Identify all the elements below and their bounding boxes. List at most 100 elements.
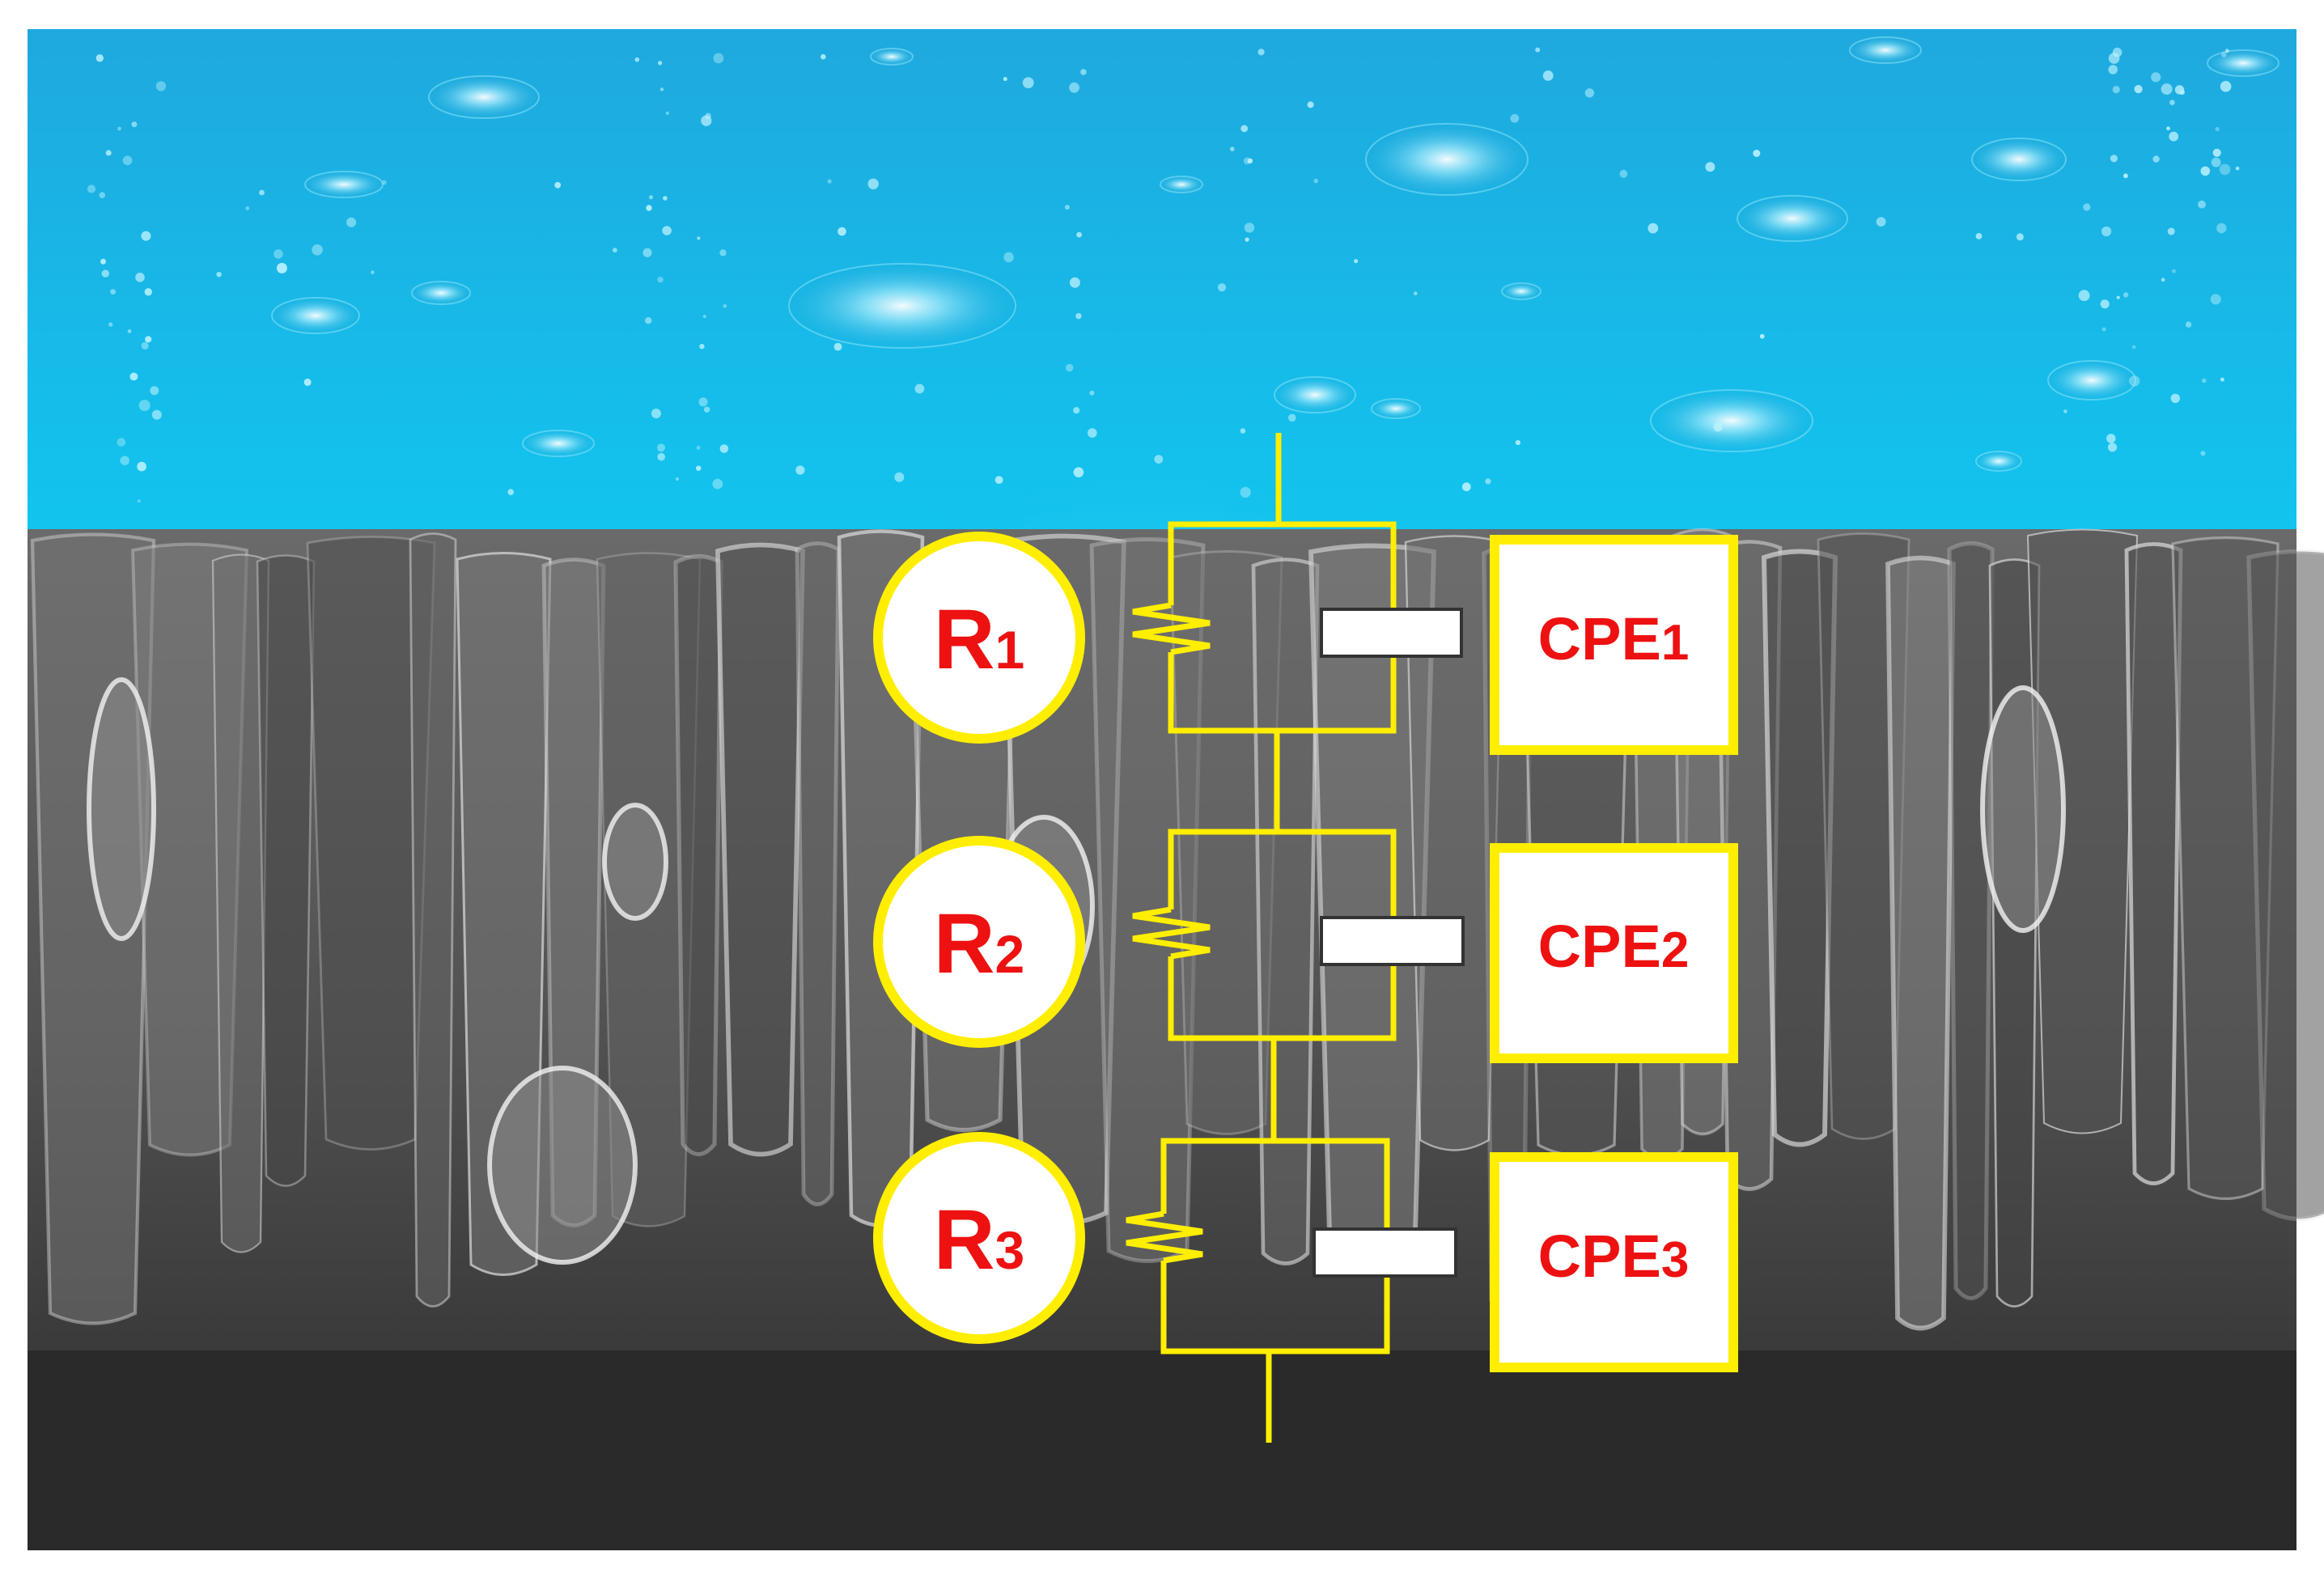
bubble bbox=[2101, 327, 2106, 332]
bubble bbox=[613, 248, 617, 253]
bubble bbox=[303, 378, 312, 386]
bubble bbox=[129, 372, 138, 381]
bubble bbox=[141, 231, 151, 241]
bubble bbox=[99, 192, 106, 198]
bubble bbox=[649, 195, 653, 200]
bubble bbox=[2108, 53, 2120, 64]
bubble bbox=[2198, 200, 2206, 209]
coating-grain bbox=[1947, 541, 1995, 1301]
bubble bbox=[2166, 126, 2170, 130]
bubble bbox=[1584, 88, 1595, 98]
bubble bbox=[645, 317, 652, 324]
bubble bbox=[662, 226, 672, 235]
bubble bbox=[1354, 259, 1359, 264]
stage-3-left-wire-lower bbox=[1160, 1261, 1269, 1354]
bubble bbox=[2215, 126, 2220, 132]
bubble bbox=[1971, 138, 2067, 181]
substrate-layer bbox=[28, 1350, 2296, 1550]
bubble bbox=[2221, 52, 2227, 57]
bubble bbox=[663, 196, 668, 201]
rc-stage-2: R2 CPE2 bbox=[873, 829, 1738, 1063]
bubble bbox=[1088, 428, 1097, 438]
bubble bbox=[274, 249, 283, 259]
bubble bbox=[2185, 321, 2192, 328]
bubble bbox=[145, 336, 152, 343]
bubble bbox=[827, 179, 832, 184]
bubble bbox=[1713, 422, 1723, 432]
bubble bbox=[2107, 443, 2118, 452]
bubble bbox=[108, 322, 113, 327]
bubble bbox=[1240, 486, 1251, 498]
cpe-1-symbol bbox=[1320, 608, 1463, 658]
coating-grain bbox=[256, 554, 316, 1187]
stage-1-left-wire-lower bbox=[1168, 652, 1277, 734]
coating-grain bbox=[715, 542, 805, 1157]
bubble bbox=[994, 476, 1003, 484]
bubble bbox=[634, 57, 640, 62]
cpe-2-badge bbox=[1490, 843, 1738, 1063]
bubble bbox=[2216, 223, 2227, 234]
bubble bbox=[1274, 376, 1356, 413]
bubble bbox=[2047, 360, 2136, 401]
bubble bbox=[95, 54, 104, 62]
bubble bbox=[642, 248, 652, 257]
coating-grain bbox=[2246, 549, 2324, 1222]
bubble bbox=[105, 150, 112, 156]
resistor-1-symbol bbox=[1132, 602, 1211, 655]
cpe-3-badge bbox=[1490, 1152, 1738, 1372]
bubble bbox=[1288, 413, 1296, 422]
bubble bbox=[110, 289, 117, 295]
bubble bbox=[1313, 178, 1318, 184]
bubble bbox=[1022, 77, 1034, 89]
bubble bbox=[87, 184, 96, 193]
bubble bbox=[2169, 131, 2179, 142]
bubble bbox=[657, 443, 665, 452]
bubble bbox=[2220, 377, 2224, 382]
bubble bbox=[2112, 86, 2120, 94]
bubble bbox=[1257, 49, 1265, 56]
bubble bbox=[1542, 70, 1554, 81]
bubble bbox=[120, 456, 129, 465]
bubble bbox=[276, 262, 287, 273]
bubble bbox=[1003, 77, 1007, 82]
bubble bbox=[271, 297, 360, 334]
bubble bbox=[507, 489, 514, 495]
bubble bbox=[719, 249, 727, 256]
bubble bbox=[2207, 49, 2279, 77]
bubble bbox=[1240, 428, 1246, 434]
bubble bbox=[2134, 85, 2143, 94]
bubble bbox=[2106, 434, 2116, 443]
bubble bbox=[554, 181, 562, 189]
bubble bbox=[2016, 233, 2024, 241]
bubble bbox=[1247, 158, 1253, 164]
bubble bbox=[101, 269, 109, 278]
cpe-2-label: CPE2 bbox=[1538, 913, 1690, 980]
bubble bbox=[304, 171, 384, 198]
coating-grain bbox=[2124, 542, 2183, 1185]
bubble bbox=[833, 342, 842, 351]
coating-particle bbox=[487, 1066, 638, 1265]
bubble bbox=[155, 81, 166, 91]
stage-1-left-wire bbox=[1168, 521, 1279, 605]
bubble bbox=[144, 288, 152, 296]
bubble bbox=[381, 180, 387, 185]
bubbles bbox=[87, 36, 2279, 503]
bubble bbox=[838, 227, 846, 236]
bubble bbox=[1089, 390, 1095, 396]
bubble bbox=[2235, 166, 2240, 171]
bubble bbox=[713, 53, 724, 64]
bubble bbox=[117, 438, 126, 447]
bubble bbox=[117, 126, 121, 131]
bubble bbox=[1705, 162, 1715, 172]
coating-particle bbox=[87, 677, 156, 941]
bubble bbox=[719, 444, 729, 453]
bubble bbox=[100, 258, 106, 265]
bubble bbox=[2123, 173, 2128, 179]
bubble bbox=[1737, 195, 1848, 242]
cpe-1-badge bbox=[1490, 535, 1738, 755]
bubble bbox=[1515, 439, 1520, 446]
bubble bbox=[657, 276, 664, 283]
bubble bbox=[1307, 101, 1314, 108]
cpe-1-label: CPE1 bbox=[1538, 605, 1690, 672]
bubble bbox=[259, 189, 265, 196]
